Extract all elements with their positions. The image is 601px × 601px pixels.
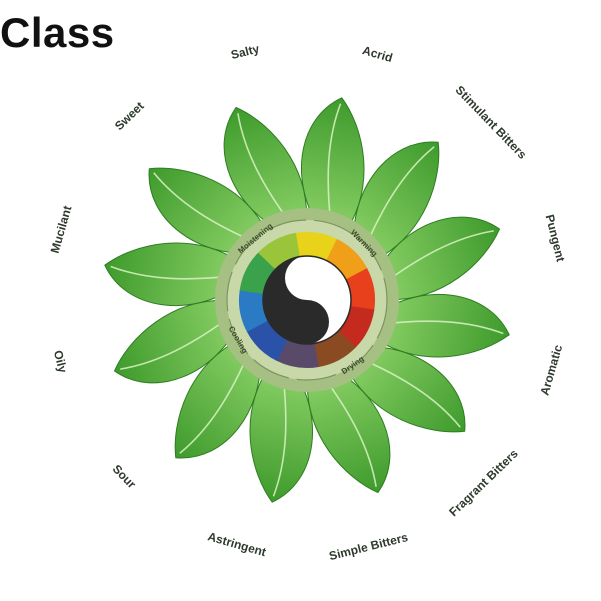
taste-label: Pungent (543, 213, 568, 263)
taste-label: Sweet (112, 99, 147, 133)
taste-label: Acrid (361, 43, 394, 65)
taste-label: Fragrant Bitters (446, 446, 521, 519)
taste-label: Stimulant Bitters (453, 83, 530, 162)
taste-label: Mucilant (48, 204, 75, 255)
taste-label: Simple Bitters (328, 530, 410, 563)
taste-label: Aromatic (537, 343, 565, 397)
yin-yang-icon (263, 256, 351, 344)
taste-label: Astringent (206, 529, 268, 559)
taste-label: Oily (51, 349, 70, 375)
taste-label: Sour (110, 462, 139, 492)
taste-label: Salty (229, 41, 261, 62)
